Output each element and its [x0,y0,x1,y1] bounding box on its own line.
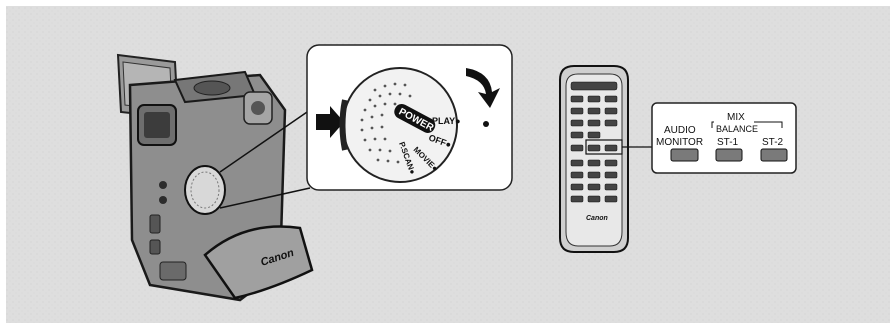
audio-monitor-button[interactable] [671,149,698,161]
remote-control: Canon [560,66,628,252]
audio-monitor-label-line1: AUDIO [664,125,696,136]
remote-brand: Canon [586,215,608,222]
remote-button-callout: AUDIO MONITOR MIX BALANCE ST-1 ST-2 [652,103,796,173]
st2-label: ST-2 [762,137,784,148]
indicator-dot [483,121,489,127]
audio-monitor-label-line2: MONITOR [656,137,703,148]
power-dial-callout: POWER PLAY● OFF● MOVIE● P.SCAN● [307,45,512,190]
st1-label: ST-1 [717,137,739,148]
st2-button[interactable] [761,149,787,161]
mix-balance-label-line2: BALANCE [716,124,758,134]
st1-button[interactable] [716,149,742,161]
play-label: PLAY● [432,116,461,126]
mix-balance-label-line1: MIX [727,112,745,123]
